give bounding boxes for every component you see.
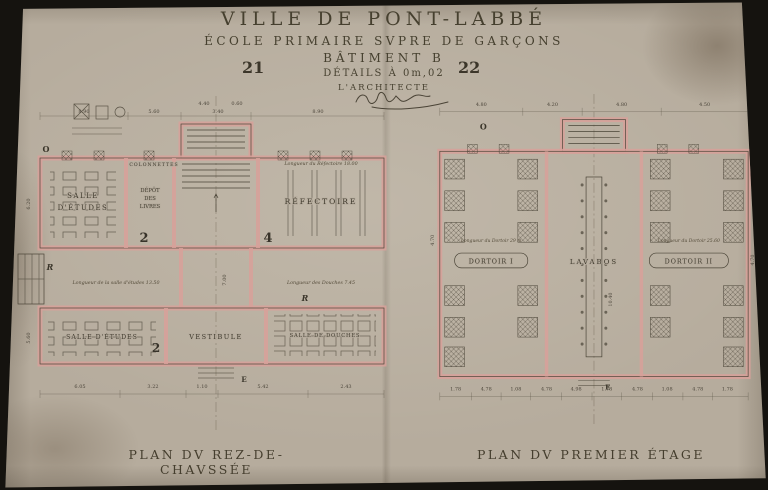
cartouche-dortoir2 bbox=[648, 252, 729, 269]
dim-bottom-4: 5.42 bbox=[257, 384, 268, 390]
room-salle-etudes-top-line1: SALLE bbox=[67, 192, 99, 200]
wall-piers bbox=[467, 144, 699, 154]
room-refectoire: RÉFECTOIRE bbox=[285, 197, 358, 206]
marker-e: E bbox=[605, 383, 610, 391]
annotation-refectoire: Longueur du Réfectoire 18.00 bbox=[283, 160, 357, 167]
dim-lavabos-length: 10.40 bbox=[608, 292, 614, 306]
first-floor-walls bbox=[437, 117, 751, 380]
staircase bbox=[182, 129, 250, 212]
dim-left-1: 6.20 bbox=[26, 198, 32, 209]
shower-stalls bbox=[274, 314, 376, 356]
room-depot-line3: LIVRES bbox=[140, 204, 161, 210]
dim-top-2: 4.20 bbox=[547, 102, 558, 108]
dim-left-2: 5.60 bbox=[26, 332, 32, 343]
architect-label: L'ARCHITECTE bbox=[337, 83, 431, 93]
dimension-lines bbox=[39, 112, 385, 398]
dim-middle: 7.00 bbox=[222, 274, 228, 285]
dim-bottom-2: 4.78 bbox=[481, 386, 492, 392]
dim-bottom-5: 2.43 bbox=[340, 384, 351, 390]
first-floor-plan: 4.80 4.20 4.80 4.50 4.70 4.70 1.78 4.78 … bbox=[430, 93, 756, 425]
caption-first-floor: PLAN DV PREMIER ÉTAGE bbox=[476, 447, 706, 462]
room-number-2b: 2 bbox=[152, 341, 160, 355]
room-vestibule: VESTIBULE bbox=[188, 333, 243, 341]
dim-bottom-10: 1.78 bbox=[722, 386, 733, 392]
dim-side-2: 4.70 bbox=[750, 255, 756, 266]
dim-bottom-5: 4.98 bbox=[571, 386, 582, 392]
ground-floor-walls bbox=[37, 121, 387, 367]
dim-bottom-8: 1.08 bbox=[662, 386, 673, 392]
marker-r1: R bbox=[46, 262, 54, 272]
ground-floor-plan: 4.40 0.60 8.90 5.60 3.40 8.90 6.05 3.22 … bbox=[17, 96, 387, 430]
dim-top-4: 4.50 bbox=[699, 102, 710, 108]
marker-e: E bbox=[241, 375, 246, 384]
paper-stain bbox=[642, 2, 766, 106]
annotation-dortoir2: Longueur du Dortoir 25.60 bbox=[657, 238, 720, 244]
entrance-steps bbox=[198, 367, 234, 379]
washing-trough bbox=[580, 176, 608, 358]
annotation-salle-etudes: Longueur de la salle d'études 13.50 bbox=[71, 279, 159, 286]
room-dortoir2: DORTOIR II bbox=[665, 258, 713, 265]
refectory-tables bbox=[274, 170, 376, 236]
annotation-dortoir1: Longueur du Dortoir 29 m bbox=[460, 238, 522, 244]
sheet-number-right: 22 bbox=[458, 58, 481, 77]
dim-top-3: 3.40 bbox=[212, 109, 223, 115]
furniture bbox=[48, 168, 376, 356]
dim-bottom-3: 1.10 bbox=[196, 384, 207, 390]
title-building: BÂTIMENT B bbox=[323, 51, 445, 65]
dim-bottom-1: 1.78 bbox=[450, 386, 461, 392]
dormitory-beds bbox=[444, 158, 744, 367]
dim-top-4: 8.90 bbox=[312, 109, 323, 115]
dim-top-1: 4.80 bbox=[476, 102, 487, 108]
staircase bbox=[568, 125, 620, 144]
dim-top-3: 4.80 bbox=[616, 102, 627, 108]
dim-side-1: 4.70 bbox=[430, 235, 436, 246]
study-desks-bottom bbox=[48, 316, 156, 356]
room-salle-etudes-top-line2: D'ÉTUDES bbox=[58, 203, 109, 212]
dim-bay-1: 4.40 bbox=[198, 101, 209, 107]
caption-ground-floor: PLAN DV REZ-DE-CHAVSSÉE bbox=[128, 447, 285, 477]
sheet-number-left: 21 bbox=[242, 58, 265, 77]
marker-o: O bbox=[480, 123, 487, 132]
dim-bay-2: 0.60 bbox=[231, 101, 242, 107]
room-dortoir1: DORTOIR I bbox=[469, 258, 514, 265]
room-douches: SALLE DE DOUCHES bbox=[290, 333, 361, 339]
wall-piers bbox=[61, 150, 353, 161]
dim-bottom-7: 4.78 bbox=[632, 386, 643, 392]
dim-bottom-3: 1.08 bbox=[510, 386, 521, 392]
annotation-douches: Longueur des Douches 7.45 bbox=[286, 280, 355, 286]
architect-signature bbox=[355, 91, 449, 110]
dim-top-2: 5.60 bbox=[148, 109, 159, 115]
cartouche-dortoir1 bbox=[454, 252, 529, 269]
room-salle-etudes-bottom: SALLE D'ÉTUDES bbox=[66, 333, 138, 341]
dimension-lines bbox=[439, 107, 749, 401]
room-depot-line1: DÉPÔT bbox=[140, 186, 160, 194]
marker-o: O bbox=[43, 144, 50, 154]
title-school: ÉCOLE PRIMAIRE SVPRE DE GARÇONS bbox=[204, 34, 564, 48]
room-number-4: 4 bbox=[263, 231, 272, 246]
annex-block bbox=[17, 253, 45, 305]
study-desks-top bbox=[50, 168, 116, 238]
dim-bottom-1: 6.05 bbox=[74, 384, 85, 390]
marker-r2: R bbox=[301, 293, 309, 303]
dim-bottom-2: 3.22 bbox=[147, 384, 158, 390]
dim-bottom-4: 4.78 bbox=[541, 386, 552, 392]
entrance-steps bbox=[578, 380, 610, 386]
title-block: VILLE DE PONT-LABBÉ ÉCOLE PRIMAIRE SVPRE… bbox=[204, 8, 564, 93]
dim-bottom-6: 1.78 bbox=[601, 386, 612, 392]
dim-bottom-9: 4.78 bbox=[692, 386, 703, 392]
dim-top-1: 8.90 bbox=[78, 109, 89, 115]
title-scale-note: DÉTAILS À 0m,02 bbox=[323, 68, 445, 79]
label-colonnettes: COLONNETTES bbox=[129, 162, 178, 168]
detail-sketches bbox=[72, 103, 126, 135]
room-lavabos: LAVABOS bbox=[570, 258, 618, 266]
title-city: VILLE DE PONT-LABBÉ bbox=[220, 8, 548, 30]
room-depot-line2: DES bbox=[144, 196, 156, 202]
room-number-2a: 2 bbox=[139, 231, 148, 246]
